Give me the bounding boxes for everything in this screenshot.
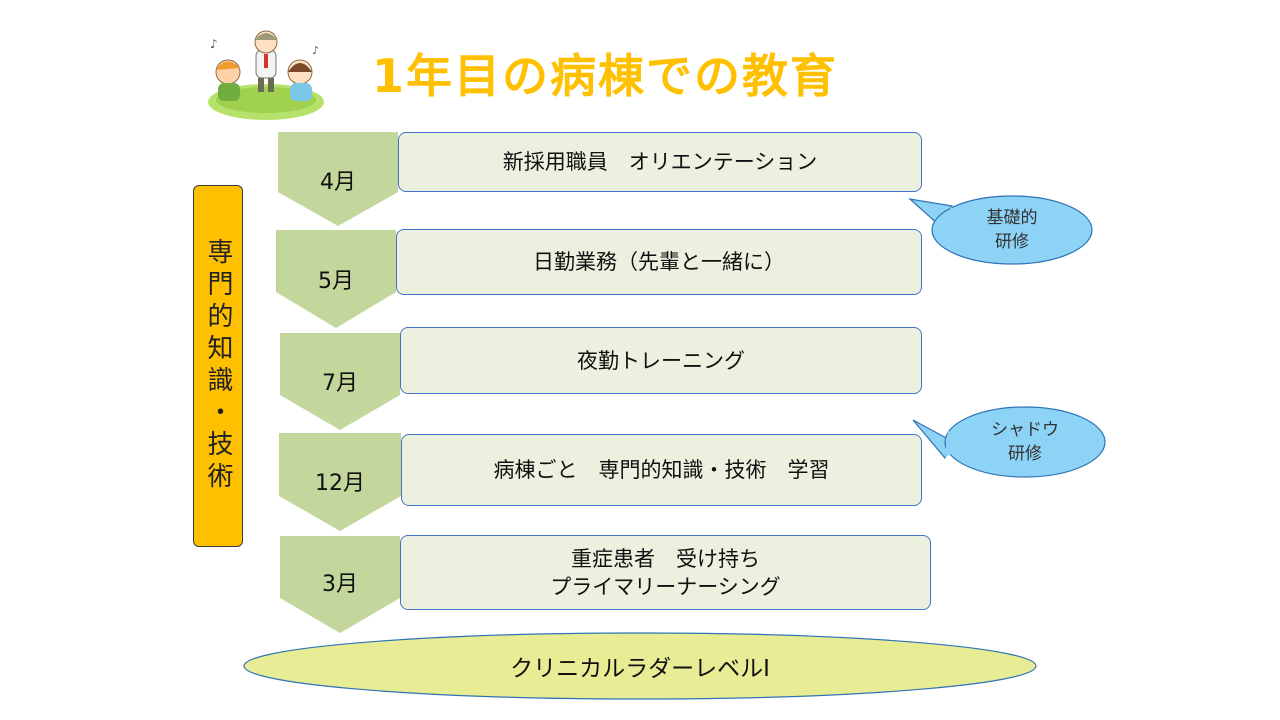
callout-text-shadow-training: シャドウ 研修 xyxy=(991,420,1059,464)
step-text: 日勤業務（先輩と一緒に） xyxy=(533,250,785,274)
step-box-primary-nursing: 重症患者 受け持ち プライマリーナーシング xyxy=(400,535,931,610)
chevron-12 xyxy=(279,433,401,531)
step-text-line-1: 重症患者 受け持ち xyxy=(571,546,760,571)
step-text: 病棟ごと 専門的知識・技術 学習 xyxy=(493,458,830,482)
chevron-7 xyxy=(280,333,400,430)
month-label-7: 7月 xyxy=(322,371,358,396)
side-label: 専門的知識・技術 xyxy=(203,238,233,494)
step-box-night-training: 夜勤トレーニング xyxy=(400,327,922,394)
svg-text:♪: ♪ xyxy=(312,44,319,57)
step-text-line-2: プライマリーナーシング xyxy=(550,574,781,599)
callout-bubble-2 xyxy=(944,406,1106,478)
step-text: 夜勤トレーニング xyxy=(577,348,745,373)
chevron-4 xyxy=(278,132,398,226)
children-illustration: ♪ ♪ xyxy=(208,30,324,120)
goal-label-container: クリニカルラダーレベルⅠ xyxy=(244,633,1036,699)
goal-label: クリニカルラダーレベルⅠ xyxy=(510,656,770,682)
page-title: 1年目の病棟での教育 xyxy=(372,49,839,103)
svg-text:♪: ♪ xyxy=(210,37,218,51)
step-text: 新採用職員 オリエンテーション xyxy=(502,150,818,174)
goal-ellipse xyxy=(243,632,1037,700)
side-label-box: 専門的知識・技術 xyxy=(193,185,243,547)
step-box-day-shift: 日勤業務（先輩と一緒に） xyxy=(396,229,922,295)
month-label-3: 3月 xyxy=(322,572,358,597)
chevron-3 xyxy=(280,536,400,633)
month-label-4: 4月 xyxy=(320,170,356,195)
callout-text-basic-training: 基礎的 研修 xyxy=(986,208,1038,252)
month-label-12: 12月 xyxy=(315,471,365,496)
step-box-orientation: 新採用職員 オリエンテーション xyxy=(398,132,922,192)
step-box-specialized-study: 病棟ごと 専門的知識・技術 学習 xyxy=(401,434,922,506)
month-label-5: 5月 xyxy=(318,269,354,294)
chevron-5 xyxy=(276,230,396,328)
